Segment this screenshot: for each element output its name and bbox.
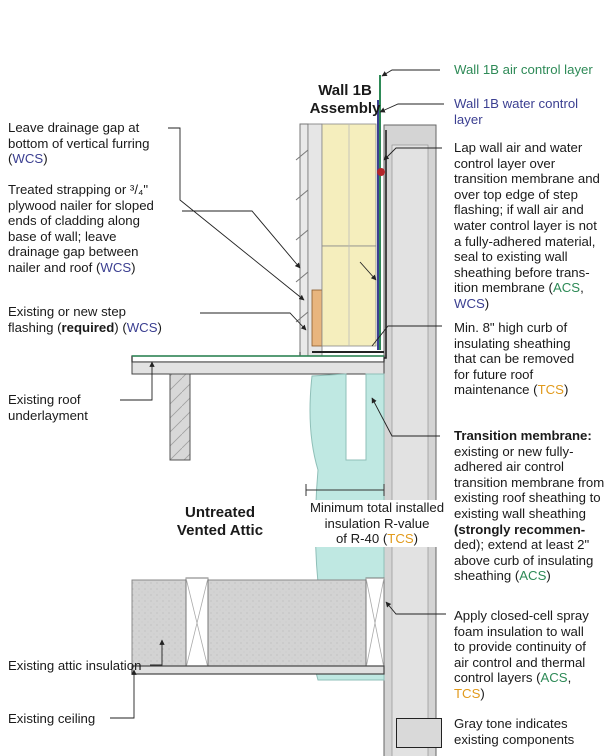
membrane-seal	[377, 168, 385, 176]
wall-assembly-title: Wall 1B Assembly	[309, 82, 381, 117]
existing-wall	[383, 124, 437, 756]
step-flashing-note: Existing or new step flashing (required)…	[8, 304, 162, 335]
attic-insulation-label: Existing attic insulation	[8, 658, 142, 673]
drainage-gap-note: Leave drainage gap at bottom of vertical…	[8, 120, 150, 167]
attic-insulation	[131, 577, 385, 675]
air-control-label: Wall 1B air control layer	[454, 62, 593, 77]
ceiling-label: Existing ceiling	[8, 711, 96, 726]
spray-foam-note: Apply closed-cell spray foam insulation …	[454, 608, 589, 701]
strapping-note: Treated strapping or ³/₄" plywood nailer…	[8, 182, 154, 275]
min-insulation-note: Minimum total installed insulation R-val…	[300, 500, 454, 547]
roof-underlayment-note: Existing roof underlayment	[8, 392, 88, 423]
wall-cladding	[295, 123, 309, 361]
attic-title: Untreated Vented Attic	[176, 504, 264, 539]
legend-note: Gray tone indicates existing components	[454, 716, 575, 747]
treated-nailer	[311, 289, 323, 347]
lap-note: Lap wall air and water control layer ove…	[454, 140, 600, 311]
curb-note: Min. 8" high curb of insulating sheathin…	[454, 320, 575, 398]
transition-membrane-note: Transition membrane: existing or new ful…	[454, 428, 605, 584]
water-control-label: Wall 1B water control layer	[454, 96, 579, 127]
roof-rafters	[169, 373, 385, 461]
legend-swatch	[396, 718, 442, 748]
insulating-sheathing	[321, 123, 377, 347]
roof-deck	[131, 355, 385, 375]
min-insulation-bracket	[305, 484, 385, 496]
